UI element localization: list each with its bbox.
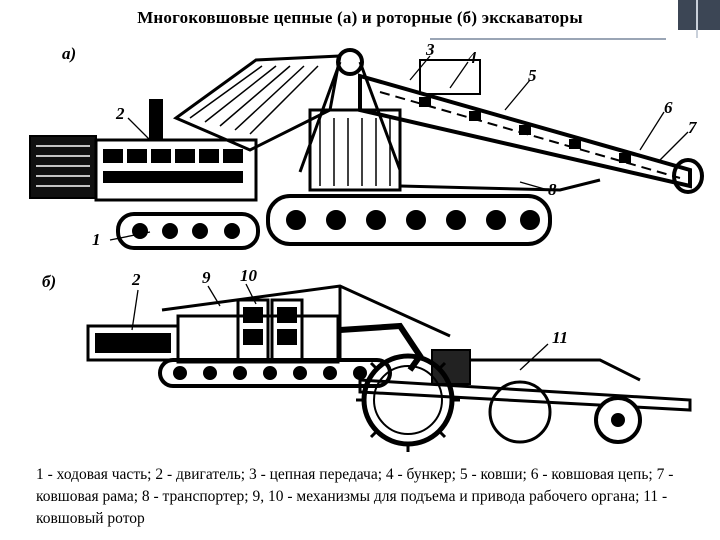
part-number: 8 <box>548 180 557 199</box>
part-number: 5 <box>528 66 537 85</box>
part-number: 6 <box>664 98 673 117</box>
part-number: 7 <box>688 118 697 137</box>
part-number: 2 <box>132 270 141 289</box>
part-number: 3 <box>426 40 435 59</box>
corner-decoration <box>678 0 720 30</box>
part-number: 1 <box>92 230 101 249</box>
excavator-drawings <box>29 48 704 452</box>
figure-caption: 1 - ходовая часть; 2 - двигатель; 3 - це… <box>36 466 674 527</box>
slide-title: Многоковшовые цепные (а) и роторные (б) … <box>137 8 583 27</box>
corner-line-decoration <box>696 0 698 38</box>
part-number: 2 <box>116 104 125 123</box>
part-number: 9 <box>202 268 211 287</box>
figure-label-a: а) <box>62 44 77 63</box>
part-number: 4 <box>468 48 477 67</box>
part-number: 11 <box>552 328 569 347</box>
figure-label-b: б) <box>42 272 57 291</box>
chain-excavator-drawing <box>29 48 704 250</box>
title-underline-decoration <box>430 38 666 40</box>
part-number: 10 <box>240 266 257 285</box>
rotor-excavator-drawing <box>86 283 692 452</box>
